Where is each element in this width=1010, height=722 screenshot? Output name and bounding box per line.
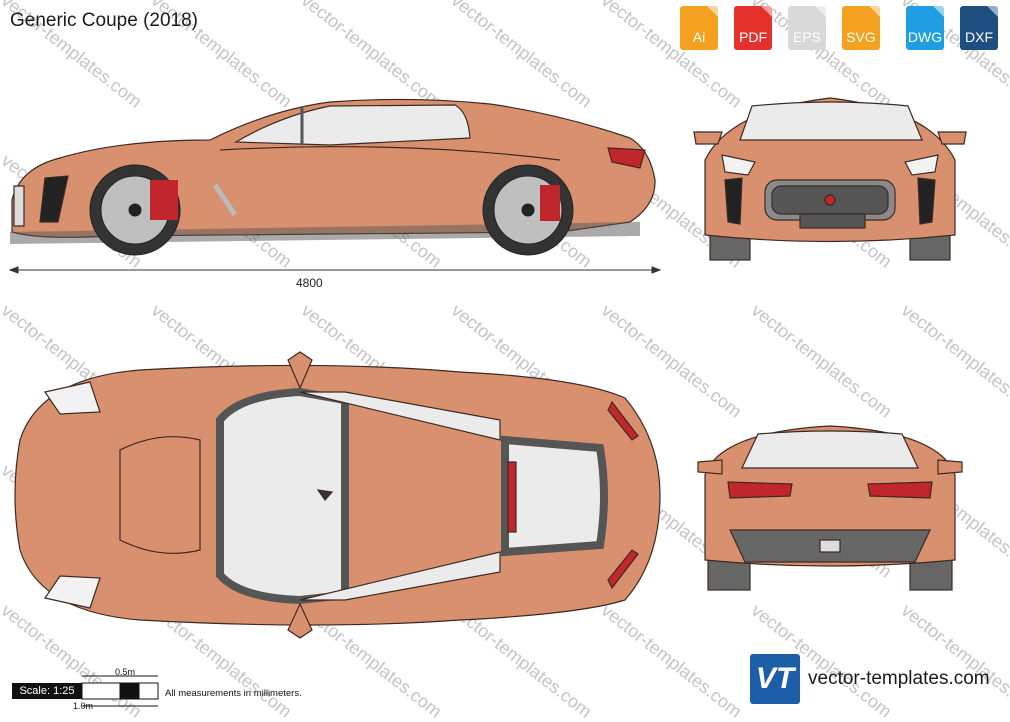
page-title: Generic Coupe (2018) bbox=[10, 10, 198, 31]
vt-logo-icon[interactable]: VT bbox=[750, 654, 800, 704]
one-meter-label: 1.0m bbox=[73, 701, 94, 711]
format-label: Ai bbox=[692, 29, 706, 45]
dimension-line bbox=[8, 266, 662, 274]
site-link[interactable]: vector-templates.com bbox=[808, 668, 990, 689]
format-label: PDF bbox=[739, 29, 767, 45]
format-dwg-button[interactable]: DWG bbox=[906, 6, 944, 50]
format-dxf-button[interactable]: DXF bbox=[960, 6, 998, 50]
front-wheel bbox=[89, 164, 181, 256]
format-label: SVG bbox=[846, 29, 876, 45]
format-pdf-button[interactable]: PDF bbox=[734, 6, 772, 50]
measurement-note: All measurements in millimeters. bbox=[165, 688, 302, 699]
format-label: DXF bbox=[965, 29, 993, 45]
rear-wheel bbox=[482, 164, 574, 256]
scale-label: Scale: 1:25 bbox=[12, 683, 82, 699]
format-ai-button[interactable]: Ai bbox=[680, 6, 718, 50]
format-label: DWG bbox=[907, 29, 943, 45]
half-meter-label: 0.5m bbox=[115, 667, 136, 677]
format-label: EPS bbox=[792, 29, 821, 45]
format-svg-button[interactable]: SVG bbox=[842, 6, 880, 50]
format-eps-button[interactable]: EPS bbox=[788, 6, 826, 50]
length-dimension: 4800 bbox=[296, 276, 323, 290]
